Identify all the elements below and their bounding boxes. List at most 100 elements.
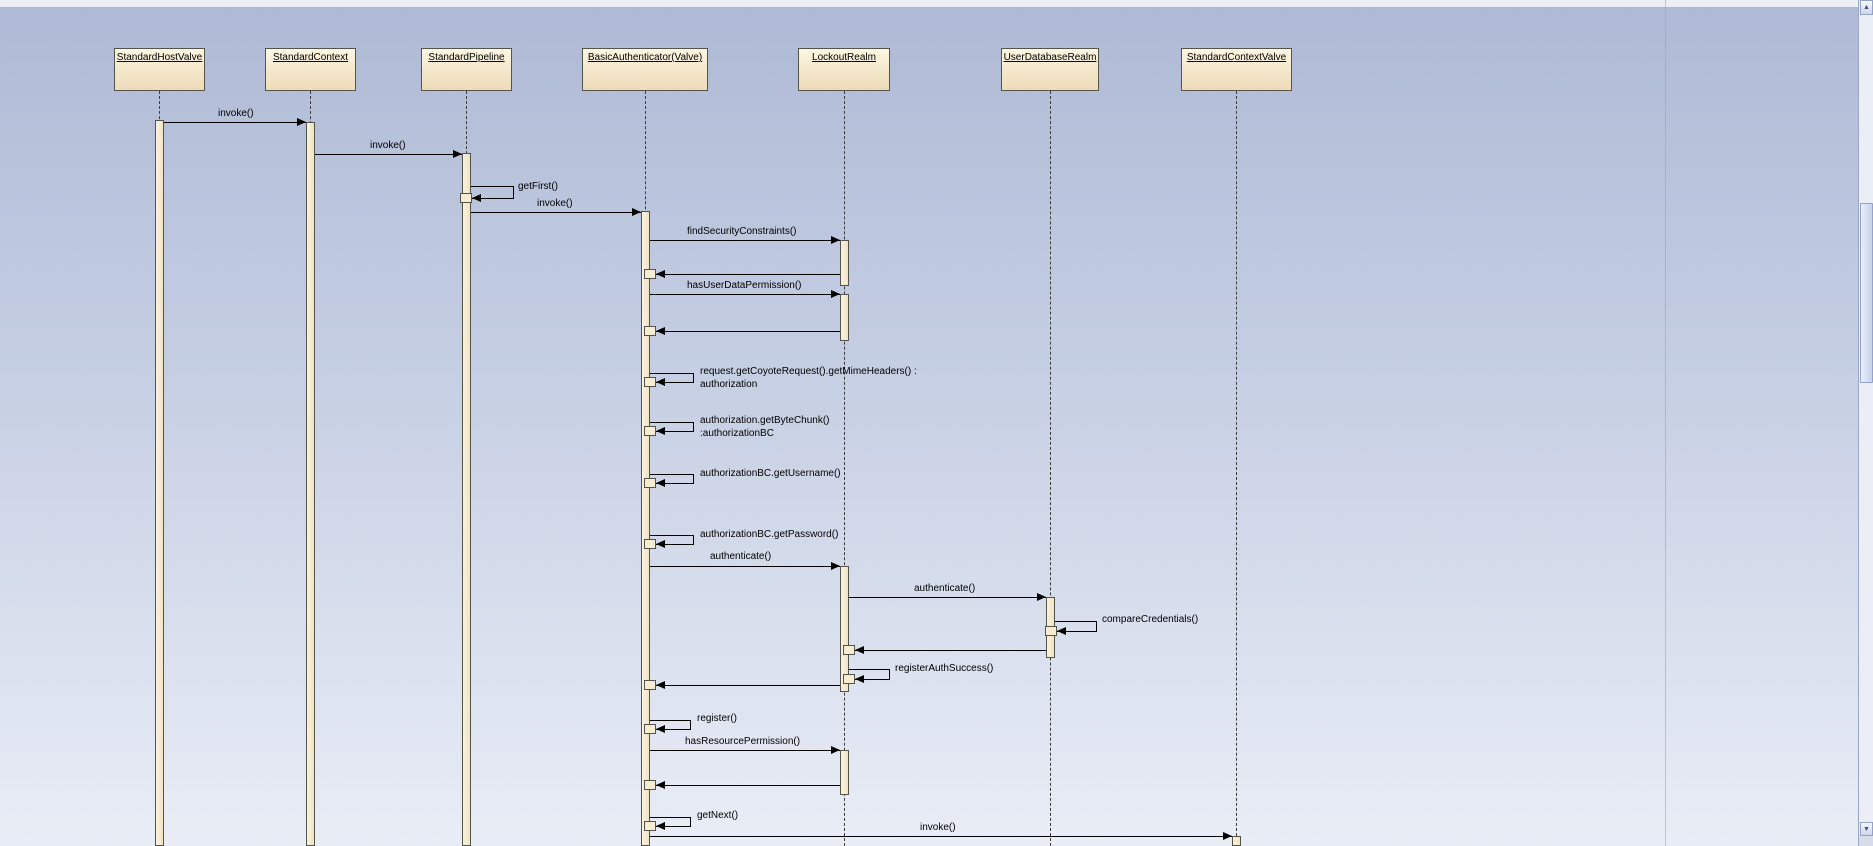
vertical-scrollbar[interactable]: ▲ ▼ <box>1858 0 1873 846</box>
activation-standard-context-valve <box>1232 836 1241 846</box>
return-line-has-user-data <box>656 331 840 332</box>
message-label-authenticate-1[interactable]: authenticate() <box>710 551 772 562</box>
arrowhead-invoke-1 <box>297 118 306 126</box>
arrowhead-authenticate-1 <box>831 562 840 570</box>
canvas-edge-line <box>1665 0 1666 846</box>
activation-marker <box>1045 626 1057 636</box>
scroll-down-button[interactable]: ▼ <box>1860 822 1873 836</box>
arrowhead-has-resource <box>831 746 840 754</box>
participant-standard-host-valve[interactable]: StandardHostValve <box>114 48 205 91</box>
message-label-get-byte-chunk-line2[interactable]: :authorizationBC <box>700 428 774 439</box>
activation-marker <box>644 478 656 488</box>
arrowhead-has-user-data <box>831 290 840 298</box>
message-line-invoke-1 <box>164 122 306 123</box>
arrowhead-register <box>656 725 665 733</box>
message-label-compare-credentials[interactable]: compareCredentials() <box>1102 614 1199 625</box>
message-label-get-first[interactable]: getFirst() <box>518 181 558 192</box>
self-call-bracket-get-next <box>650 817 691 827</box>
participant-label: StandardContextValve <box>1186 52 1287 63</box>
participant-basic-authenticator[interactable]: BasicAuthenticator(Valve) <box>582 48 708 91</box>
activation-lockout-has-resource <box>840 750 849 795</box>
arrowhead-invoke-4 <box>1223 832 1232 840</box>
down-arrow-icon: ▼ <box>1863 826 1870 833</box>
activation-basic-authenticator <box>641 211 650 846</box>
message-label-register-auth-success[interactable]: registerAuthSuccess() <box>895 663 994 674</box>
arrowhead-get-next <box>656 822 665 830</box>
arrowhead-get-byte-chunk <box>656 427 665 435</box>
message-label-get-mime-headers[interactable]: request.getCoyoteRequest().getMimeHeader… <box>700 366 917 377</box>
activation-lockout-has-user-data <box>840 294 849 341</box>
activation-marker <box>644 377 656 387</box>
return-line-find-security <box>656 274 840 275</box>
activation-marker <box>644 426 656 436</box>
scroll-up-button[interactable]: ▲ <box>1860 0 1873 15</box>
message-label-get-password[interactable]: authorizationBC.getPassword() <box>700 529 839 540</box>
participant-label: BasicAuthenticator(Valve) <box>587 52 703 63</box>
message-label-has-user-data[interactable]: hasUserDataPermission() <box>687 280 802 291</box>
arrowhead-invoke-3 <box>632 208 641 216</box>
message-label-invoke-3[interactable]: invoke() <box>537 198 573 209</box>
arrowhead-invoke-2 <box>453 150 462 158</box>
window-top-edge <box>0 0 1873 7</box>
scrollbar-corner <box>1859 836 1873 846</box>
activation-marker <box>644 780 656 790</box>
return-line-has-resource <box>656 785 840 786</box>
message-label-get-next[interactable]: getNext() <box>697 810 739 821</box>
message-label-invoke-1[interactable]: invoke() <box>218 108 254 119</box>
activation-marker <box>843 645 855 655</box>
return-line-authenticate-2 <box>855 650 1046 651</box>
message-label-has-resource[interactable]: hasResourcePermission() <box>685 736 801 747</box>
arrowhead-get-mime-headers <box>656 378 665 386</box>
self-call-bracket-register-auth-success <box>849 669 890 680</box>
arrowhead-get-password <box>656 540 665 548</box>
activation-lockout-authenticate <box>840 566 849 692</box>
participant-label: UserDatabaseRealm <box>1003 52 1097 63</box>
participant-user-database-realm[interactable]: UserDatabaseRealm <box>1001 48 1099 91</box>
message-label-get-mime-headers-line2[interactable]: authorization <box>700 379 758 390</box>
self-call-bracket-get-password <box>650 535 694 545</box>
message-line-authenticate-1 <box>650 566 840 567</box>
lifeline-standard-context-valve <box>1236 91 1237 846</box>
message-line-authenticate-2 <box>849 597 1046 598</box>
participant-label: LockoutRealm <box>812 52 876 63</box>
arrowhead-return-has-resource <box>656 781 665 789</box>
self-call-bracket-get-username <box>650 474 694 484</box>
message-label-get-byte-chunk[interactable]: authorization.getByteChunk() <box>700 415 830 426</box>
message-label-invoke-4[interactable]: invoke() <box>920 822 956 833</box>
arrowhead-get-first <box>472 194 481 202</box>
lifeline-user-database-realm <box>1050 91 1051 846</box>
participant-standard-pipeline[interactable]: StandardPipeline <box>421 48 512 91</box>
return-line-authenticate-1 <box>656 685 840 686</box>
activation-standard-pipeline <box>462 153 471 846</box>
message-line-find-security <box>650 240 840 241</box>
self-call-bracket-get-byte-chunk <box>650 422 694 432</box>
participant-label: StandardPipeline <box>428 52 505 63</box>
arrowhead-compare-credentials <box>1057 627 1066 635</box>
activation-marker <box>644 539 656 549</box>
participant-lockout-realm[interactable]: LockoutRealm <box>798 48 890 91</box>
activation-marker <box>644 680 656 690</box>
message-line-has-user-data <box>650 294 840 295</box>
up-arrow-icon: ▲ <box>1863 4 1870 11</box>
message-line-invoke-3 <box>471 212 641 213</box>
participant-label: StandardContext <box>272 52 349 63</box>
activation-marker <box>644 326 656 336</box>
participant-standard-context-valve[interactable]: StandardContextValve <box>1181 48 1292 91</box>
message-line-has-resource <box>650 750 840 751</box>
self-call-bracket-get-first <box>471 186 514 199</box>
message-line-invoke-2 <box>315 154 462 155</box>
scrollbar-thumb[interactable] <box>1860 203 1873 383</box>
message-label-find-security[interactable]: findSecurityConstraints() <box>687 226 797 237</box>
message-label-authenticate-2[interactable]: authenticate() <box>914 583 976 594</box>
participant-standard-context[interactable]: StandardContext <box>265 48 356 91</box>
message-label-invoke-2[interactable]: invoke() <box>370 140 406 151</box>
arrowhead-return-find-security <box>656 270 665 278</box>
arrowhead-get-username <box>656 479 665 487</box>
activation-marker <box>460 193 472 203</box>
message-label-register[interactable]: register() <box>697 713 738 724</box>
message-label-get-username[interactable]: authorizationBC.getUsername() <box>700 468 841 479</box>
arrowhead-return-authenticate-2 <box>855 646 864 654</box>
activation-standard-host-valve <box>155 120 164 846</box>
activation-marker <box>644 269 656 279</box>
